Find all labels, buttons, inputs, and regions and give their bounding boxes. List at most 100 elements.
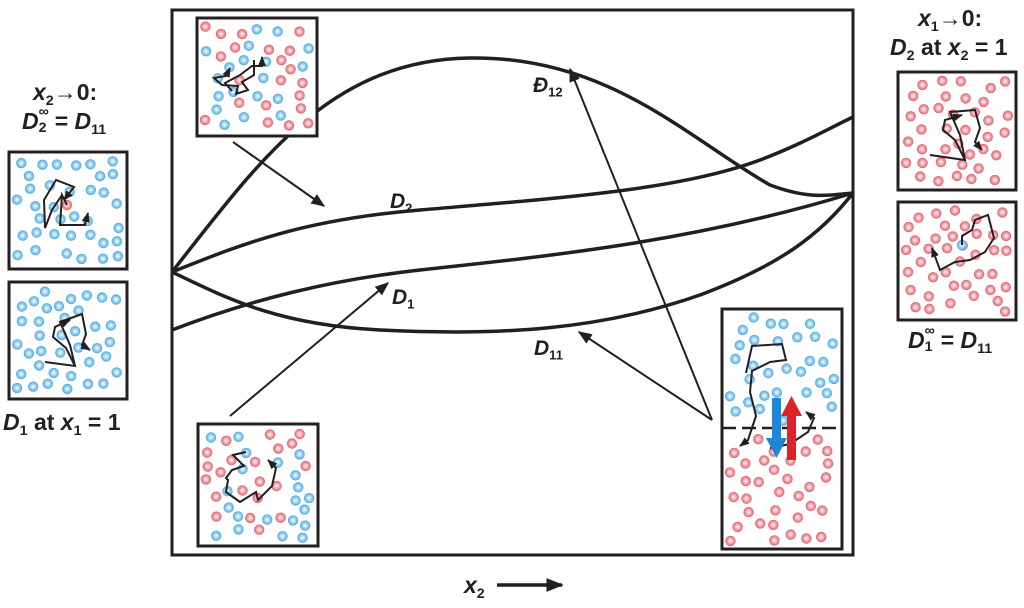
particle-component-2 <box>725 535 736 547</box>
particle-component-2 <box>960 93 971 104</box>
random-walk-path <box>211 60 255 96</box>
particle-component-2 <box>732 521 743 533</box>
particle-component-1 <box>238 112 250 123</box>
particle-component-2 <box>200 21 211 32</box>
particle-component-1 <box>61 248 72 259</box>
particle-component-2 <box>264 429 276 440</box>
left-limit-equation: D∞2= D11 <box>22 104 107 138</box>
particle-component-2 <box>202 461 213 472</box>
particle-component-2 <box>1002 110 1014 121</box>
particle-component-2 <box>983 115 994 126</box>
particle-component-1 <box>238 55 249 66</box>
particle-component-1 <box>771 387 782 398</box>
particle-component-2 <box>933 176 944 187</box>
particle-component-2 <box>968 290 979 301</box>
particle-component-1 <box>233 524 244 535</box>
particle-component-1 <box>827 338 838 349</box>
particle-component-1 <box>801 387 812 398</box>
random-walk-path <box>739 342 788 447</box>
particle-component-2 <box>955 76 966 87</box>
particle-component-1 <box>107 168 119 180</box>
particle-component-1 <box>42 378 53 389</box>
particle-component-2 <box>740 458 751 469</box>
particle-component-2 <box>793 490 804 502</box>
particle-component-2 <box>245 512 256 524</box>
curve-d2 <box>171 115 854 274</box>
curve-maxwell-stefan-d12 <box>170 56 854 274</box>
particle-component-1 <box>111 367 122 378</box>
particle-component-2 <box>903 221 914 233</box>
particle-component-1 <box>826 401 837 412</box>
particle-component-1 <box>219 119 230 130</box>
particle-component-1 <box>33 360 45 371</box>
particle-component-1 <box>737 324 748 336</box>
particle-component-1 <box>41 303 52 314</box>
particle-component-1 <box>85 229 96 240</box>
particle-component-2 <box>294 90 305 101</box>
particle-component-2 <box>989 174 1001 186</box>
particle-component-2 <box>949 205 961 216</box>
particle-component-2 <box>801 533 812 544</box>
particle-component-1 <box>297 532 308 543</box>
particle-component-1 <box>28 296 40 307</box>
particle-component-1 <box>39 286 51 297</box>
particle-component-2 <box>249 456 261 468</box>
particle-component-2 <box>774 486 785 498</box>
particle-component-1 <box>734 340 745 351</box>
particle-component-1 <box>65 370 77 382</box>
particle-component-1 <box>205 432 217 443</box>
particle-component-1 <box>48 367 59 379</box>
particle-component-2 <box>275 75 287 86</box>
particle-component-2 <box>755 518 766 529</box>
particle-component-2 <box>905 284 916 296</box>
particle-component-1 <box>62 383 73 395</box>
particle-component-1 <box>12 250 23 261</box>
particle-component-1 <box>287 515 299 526</box>
particle-component-1 <box>33 316 45 327</box>
particle-component-1 <box>828 373 839 385</box>
particle-component-2 <box>988 245 1000 256</box>
particle-component-2 <box>913 212 924 223</box>
particle-component-2 <box>202 447 213 458</box>
particle-component-2 <box>940 91 951 102</box>
particle-component-2 <box>927 272 939 283</box>
label-d11: D11 <box>534 337 563 363</box>
particle-component-2 <box>759 455 770 466</box>
particle-component-1 <box>16 368 27 380</box>
particle-component-1 <box>98 237 109 249</box>
particle-component-2 <box>768 519 779 531</box>
inset-dilute-2-in-1 <box>7 150 129 271</box>
particle-component-1 <box>65 293 77 305</box>
particle-component-2 <box>910 302 921 313</box>
particle-component-1 <box>105 320 117 331</box>
particle-component-2 <box>930 233 941 244</box>
particle-component-2 <box>939 220 951 231</box>
particle-component-2 <box>300 460 311 472</box>
inset-pure-2 <box>896 70 1018 192</box>
flux-arrow-component-1 <box>772 398 781 440</box>
particle-component-2 <box>999 306 1011 317</box>
particle-component-1 <box>200 46 212 57</box>
particle-component-2 <box>1000 282 1011 293</box>
particle-component-1 <box>23 170 35 182</box>
particle-component-1 <box>96 292 108 303</box>
particle-component-2 <box>805 500 816 512</box>
particle-component-2 <box>303 118 314 129</box>
particle-component-2 <box>924 303 935 315</box>
particle-component-2 <box>254 524 265 535</box>
particle-component-1 <box>299 504 310 515</box>
particle-component-2 <box>916 124 927 135</box>
particle-component-2 <box>992 295 1003 307</box>
particle-component-2 <box>297 77 308 89</box>
particle-component-1 <box>815 377 826 388</box>
particle-component-1 <box>44 180 56 191</box>
particle-component-2 <box>753 476 764 488</box>
particle-component-2 <box>295 103 307 114</box>
right-limit-subtitle: D2 at x2 = 1 <box>890 34 1008 64</box>
particle-component-1 <box>730 406 741 417</box>
particle-component-2 <box>937 75 948 87</box>
particle-component-2 <box>985 284 996 296</box>
random-walk-path <box>941 113 966 161</box>
particle-component-1 <box>763 367 774 379</box>
particle-component-1 <box>821 388 833 399</box>
